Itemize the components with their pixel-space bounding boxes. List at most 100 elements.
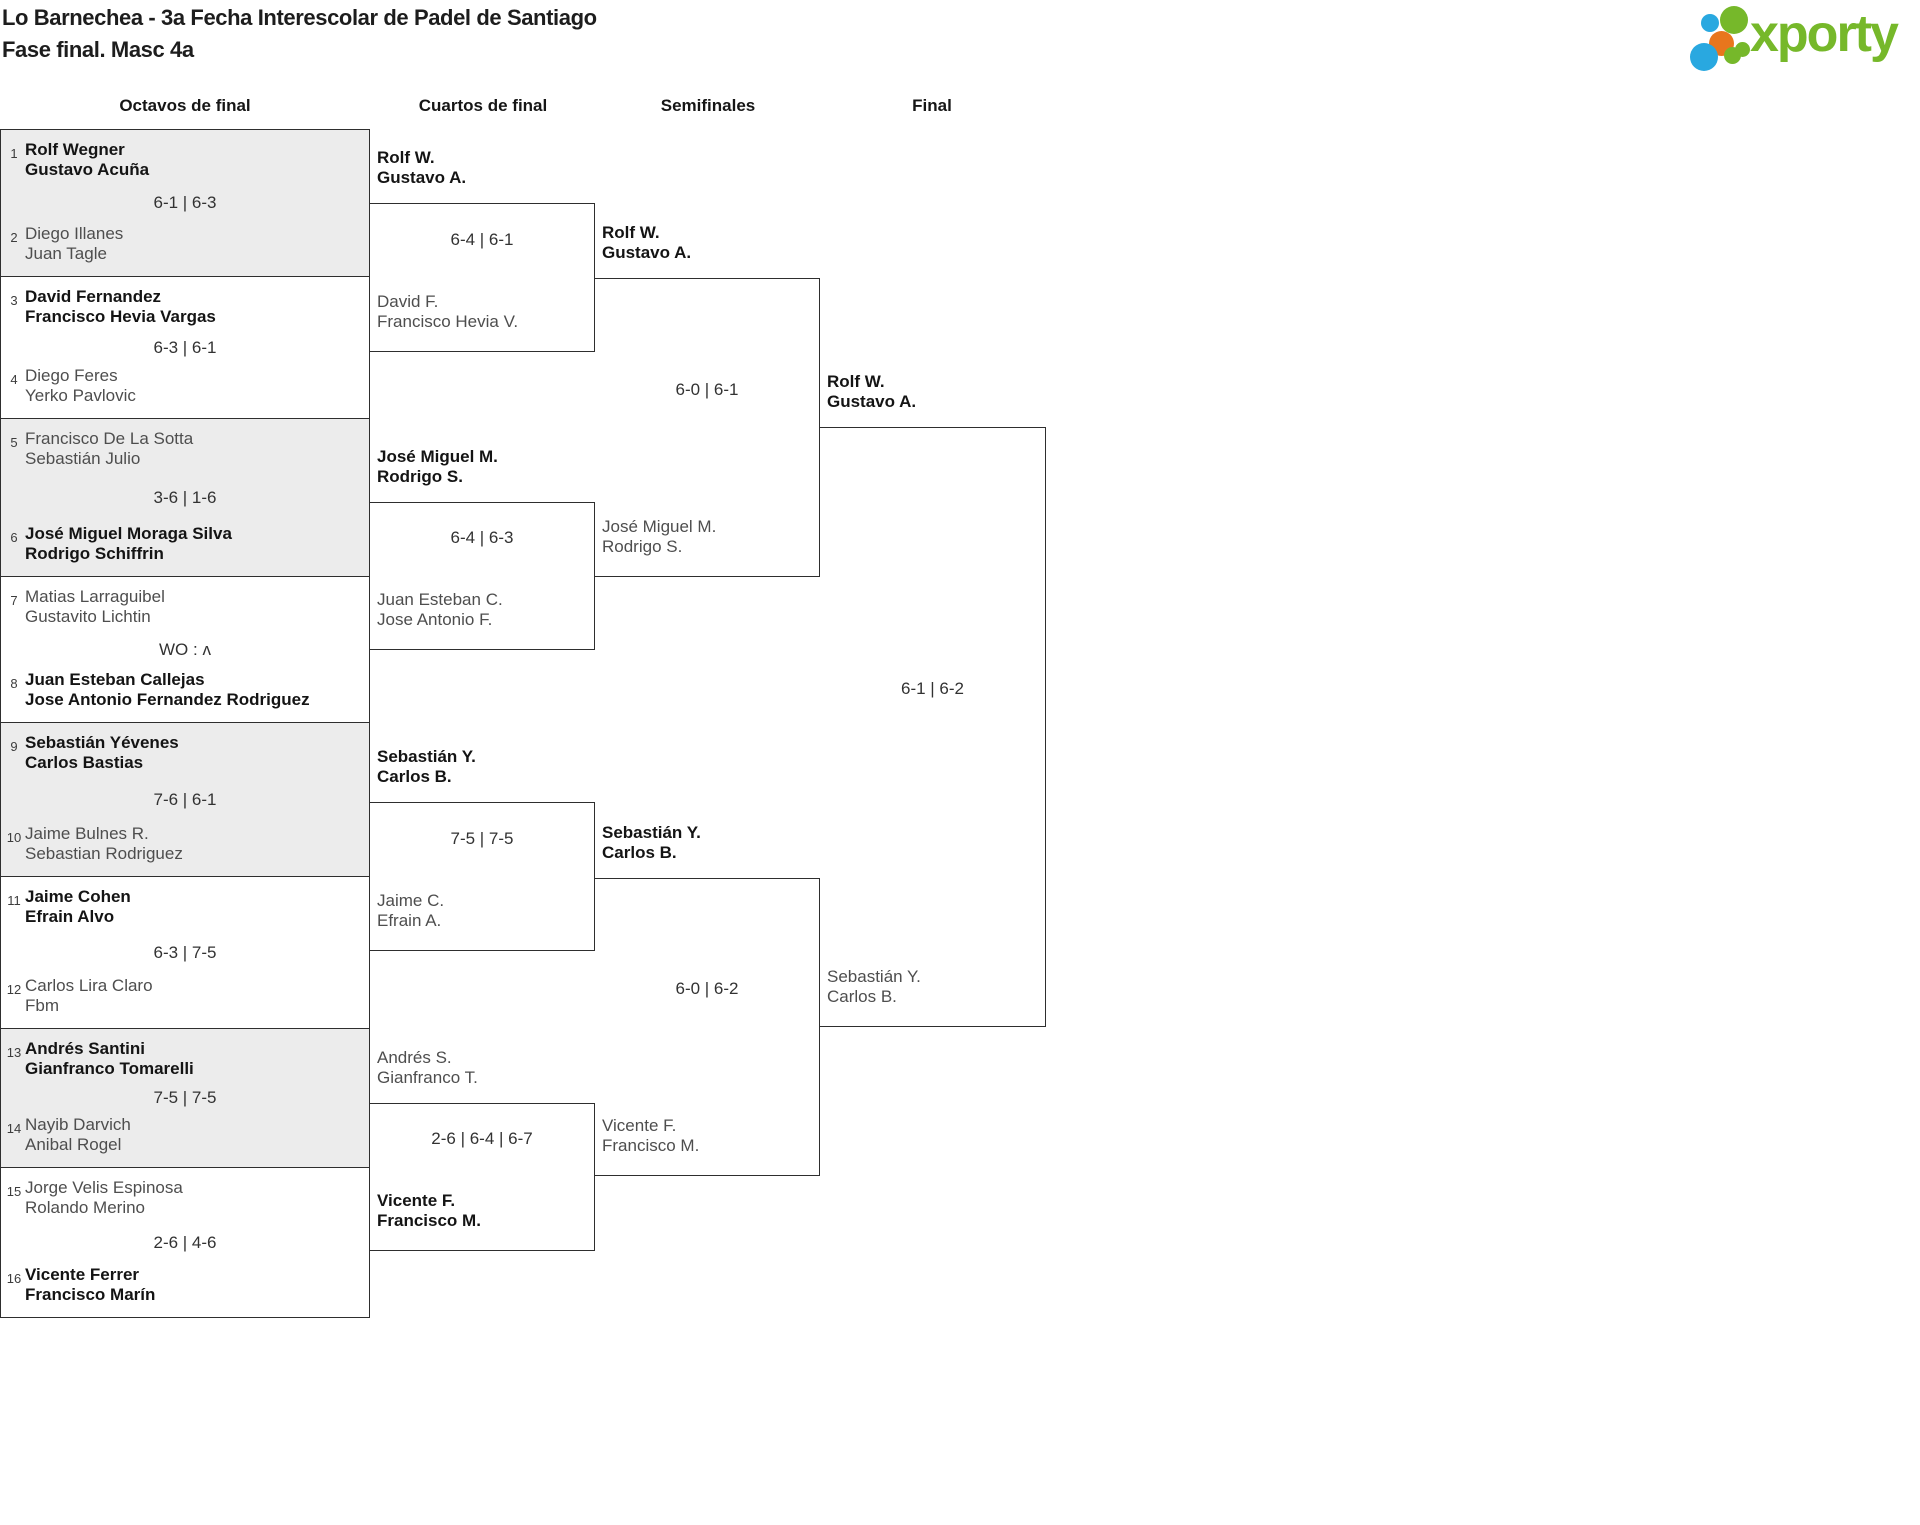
seed-number: 2 — [10, 230, 18, 245]
bracket-match-r16-3: 5 Francisco De La Sotta Sebastián Julio … — [1, 419, 369, 577]
team-names: José Miguel M. Rodrigo S. — [602, 517, 716, 557]
player-name: Carlos B. — [602, 843, 677, 862]
page-title: Lo Barnechea - 3a Fecha Interescolar de … — [2, 2, 597, 66]
player-name: Rolf W. — [377, 148, 435, 167]
team-names: Rolf W. Gustavo A. — [827, 372, 916, 412]
player-name: Sebastián Y. — [827, 967, 921, 986]
bracket-match-sf-2: Sebastián Y. Carlos B. 6-0 | 6-2 Vicente… — [595, 823, 820, 1176]
match-score: 6-0 | 6-2 — [675, 979, 739, 998]
bracket-match-qf-4: Andrés S. Gianfranco T. 2-6 | 6-4 | 6-7 … — [370, 1048, 595, 1251]
player-name: Jaime Cohen — [25, 887, 131, 906]
round-header-octavos: Octavos de final — [119, 96, 251, 115]
player-name: Fbm — [25, 996, 59, 1015]
team-names: Juan Esteban Callejas Jose Antonio Ferna… — [25, 670, 310, 710]
player-name: Juan Esteban Callejas — [25, 670, 205, 689]
bracket-match-r16-7: 13 Andrés Santini Gianfranco Tomarelli 7… — [1, 1029, 369, 1168]
octavos-column: 1 Rolf Wegner Gustavo Acuña 6-1 | 6-3 2 … — [0, 129, 370, 1318]
player-name: Rolf W. — [827, 372, 885, 391]
logo-dot-icon — [1701, 14, 1719, 32]
seed-number: 10 — [6, 830, 22, 845]
team-names: José Miguel M. Rodrigo S. — [377, 447, 498, 487]
team-names: Andrés Santini Gianfranco Tomarelli — [25, 1039, 194, 1079]
player-name: Andrés Santini — [25, 1039, 145, 1058]
match-score: WO : ʌ — [159, 639, 211, 659]
player-name: Francisco Marín — [25, 1285, 156, 1304]
bracket-match-qf-2: José Miguel M. Rodrigo S. 6-4 | 6-3 Juan… — [370, 447, 595, 650]
player-name: Carlos Lira Claro — [25, 976, 153, 995]
player-name: Gustavo A. — [377, 168, 467, 187]
seed-number: 6 — [10, 530, 18, 545]
player-name: Rolf Wegner — [25, 140, 125, 159]
player-name: Jose Antonio Fernandez Rodriguez — [25, 690, 310, 709]
player-name: Juan Tagle — [25, 244, 107, 263]
bracket-match-sf-1: Rolf W. Gustavo A. 6-0 | 6-1 José Miguel… — [595, 223, 820, 577]
bracket-match-r16-6: 11 Jaime Cohen Efrain Alvo 6-3 | 7-5 12 … — [1, 877, 369, 1029]
bracket-match-qf-3: Sebastián Y. Carlos B. 7-5 | 7-5 Jaime C… — [370, 747, 595, 951]
match-score: 6-4 | 6-1 — [450, 229, 514, 249]
player-name: Francisco M. — [377, 1211, 481, 1230]
player-name: Efrain A. — [377, 911, 442, 930]
seed-number: 4 — [10, 372, 18, 387]
match-score: 6-1 | 6-3 — [153, 193, 217, 212]
match-score: 6-3 | 7-5 — [153, 942, 217, 962]
player-name: Jaime C. — [377, 891, 445, 910]
player-name: Gustavo Acuña — [25, 160, 150, 179]
match-score: 3-6 | 1-6 — [153, 487, 217, 507]
team-names: Juan Esteban C. Jose Antonio F. — [377, 590, 503, 630]
team-names: Sebastián Y. Carlos B. — [827, 967, 921, 1007]
team-names: David F. Francisco Hevia V. — [377, 292, 518, 332]
player-name: Rodrigo S. — [602, 537, 683, 556]
player-name: Francisco De La Sotta — [25, 429, 194, 448]
seed-number: 3 — [10, 293, 18, 308]
team-names: Francisco De La Sotta Sebastián Julio — [25, 429, 193, 469]
match-score: 7-5 | 7-5 — [450, 828, 514, 848]
team-names: Jaime C. Efrain A. — [377, 891, 444, 931]
round-header-final: Final — [912, 96, 952, 115]
player-name: Vicente F. — [602, 1116, 677, 1135]
team-names: Matias Larraguibel Gustavito Lichtin — [25, 587, 165, 627]
bracket-match-qf-1: Rolf W. Gustavo A. 6-4 | 6-1 David F. Fr… — [370, 148, 595, 352]
match-score: 2-6 | 4-6 — [153, 1232, 217, 1252]
player-name: David F. — [377, 292, 439, 311]
player-name: Rodrigo S. — [377, 467, 463, 486]
player-name: Andrés S. — [377, 1048, 452, 1067]
player-name: David Fernandez — [25, 287, 162, 306]
team-names: Diego Feres Yerko Pavlovic — [25, 366, 136, 406]
seed-number: 5 — [10, 435, 18, 450]
team-names: Rolf Wegner Gustavo Acuña — [25, 140, 149, 180]
player-name: Rolando Merino — [25, 1198, 146, 1217]
seed-number: 1 — [10, 146, 18, 161]
team-names: Andrés S. Gianfranco T. — [377, 1048, 478, 1088]
match-score: 6-1 | 6-2 — [900, 679, 964, 698]
team-names: Sebastián Y. Carlos B. — [602, 823, 701, 863]
team-names: Sebastián Yévenes Carlos Bastias — [25, 733, 179, 773]
player-name: Carlos B. — [827, 987, 897, 1006]
player-name: Efrain Alvo — [25, 907, 115, 926]
seed-number: 16 — [6, 1271, 22, 1286]
xporty-logo[interactable]: xporty — [1688, 4, 1918, 76]
bracket-match-r16-5: 9 Sebastián Yévenes Carlos Bastias 7-6 |… — [1, 723, 369, 877]
bracket-match-final: Rolf W. Gustavo A. 6-1 | 6-2 Sebastián Y… — [820, 372, 1046, 1027]
seed-number: 14 — [6, 1121, 22, 1136]
player-name: Gustavito Lichtin — [25, 607, 151, 626]
seed-number: 11 — [7, 893, 21, 908]
player-name: Matias Larraguibel — [25, 587, 165, 606]
player-name: Francisco M. — [602, 1136, 700, 1155]
seed-number: 13 — [6, 1045, 22, 1060]
player-name: José Miguel Moraga Silva — [25, 524, 232, 543]
match-score: 6-0 | 6-1 — [675, 379, 739, 399]
player-name: Francisco Hevia V. — [377, 312, 519, 331]
player-name: Juan Esteban C. — [377, 590, 503, 609]
logo-dot-icon — [1720, 6, 1748, 34]
match-score: 7-6 | 6-1 — [153, 789, 217, 809]
player-name: José Miguel M. — [602, 517, 717, 536]
player-name: Sebastián Y. — [377, 747, 476, 766]
player-name: Vicente Ferrer — [25, 1265, 140, 1284]
player-name: Diego Feres — [25, 366, 118, 385]
round-header-semifinales: Semifinales — [660, 96, 756, 115]
team-names: Rolf W. Gustavo A. — [602, 223, 691, 263]
team-names: Jaime Cohen Efrain Alvo — [25, 887, 131, 927]
player-name: Carlos Bastias — [25, 753, 144, 772]
bracket-match-r16-2: 3 David Fernandez Francisco Hevia Vargas… — [1, 277, 369, 419]
